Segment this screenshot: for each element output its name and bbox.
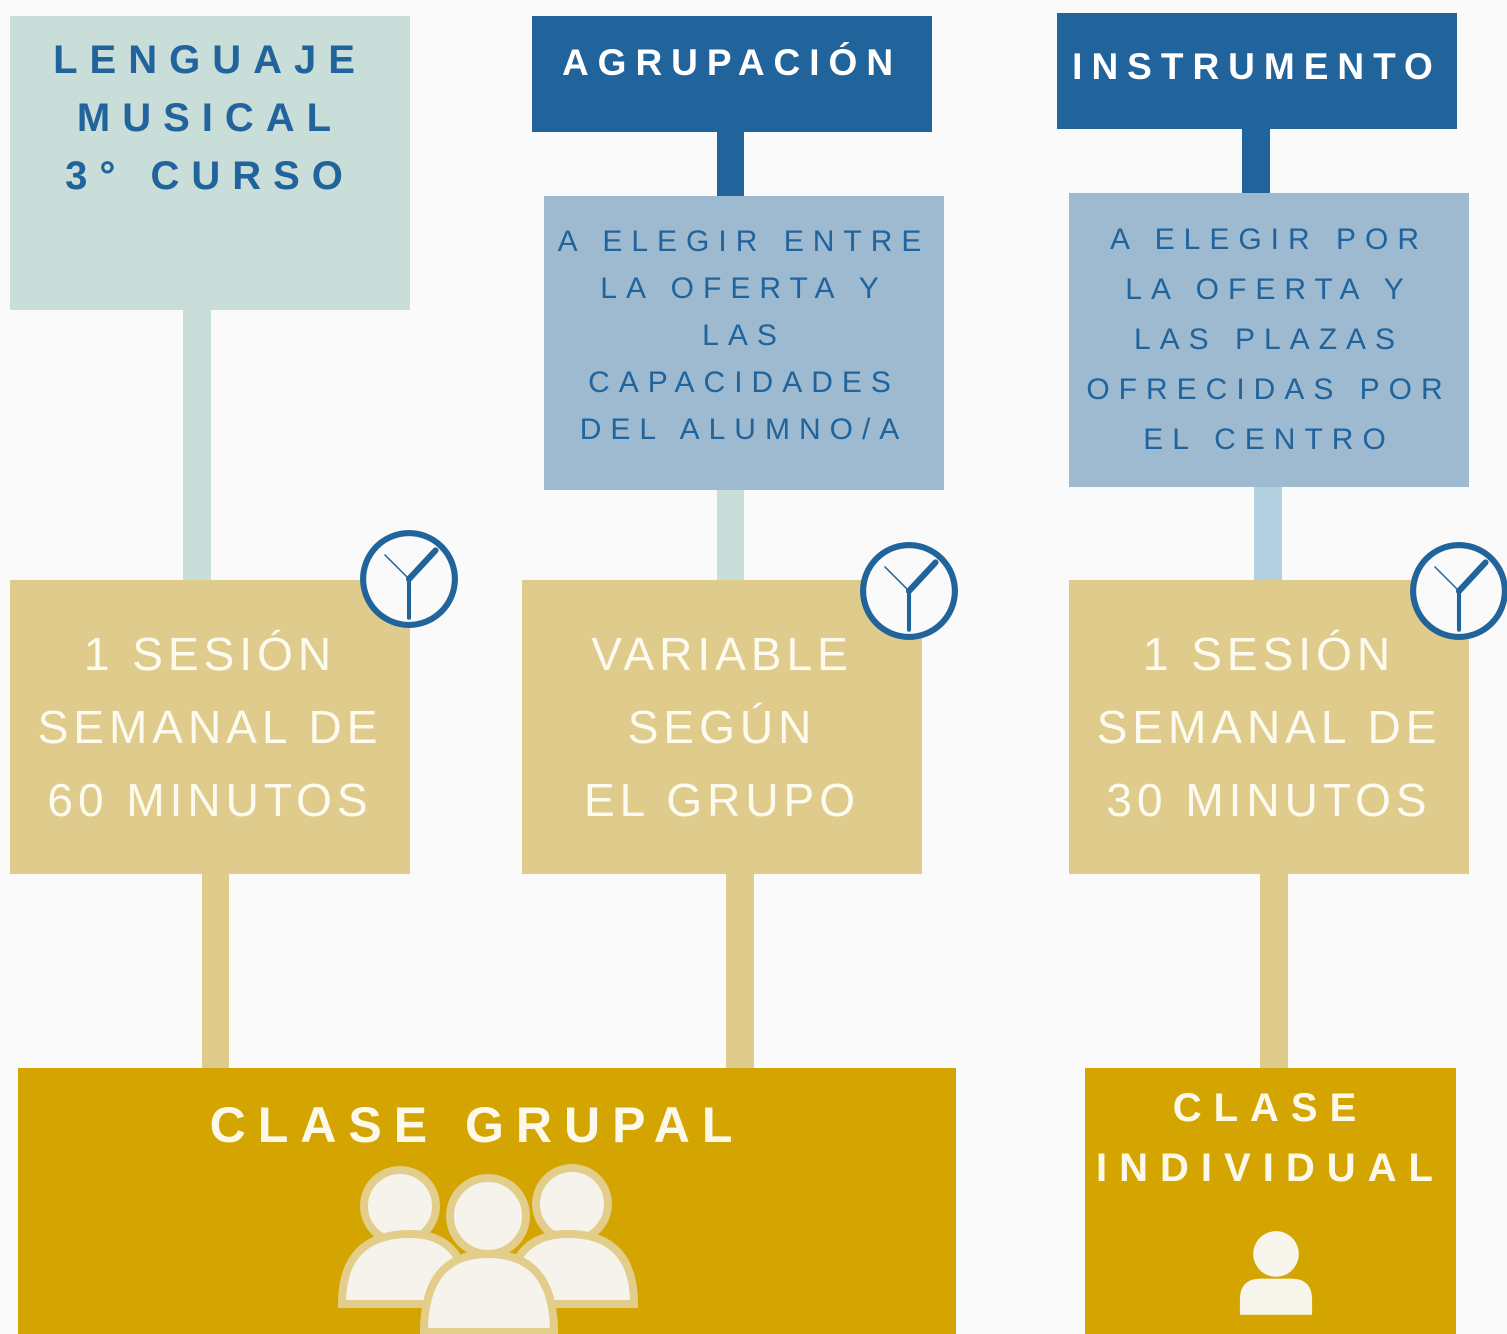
- instrumento-time-box: 1 SESIÓN SEMANAL DE 30 MINUTOS: [1069, 580, 1469, 874]
- time-line: 60 MINUTOS: [47, 773, 373, 826]
- clock-icon: [360, 530, 458, 628]
- clase-individual-label: CLASE: [1172, 1086, 1369, 1130]
- title-text: INSTRUMENTO: [1072, 46, 1442, 87]
- title-line: MUSICAL: [76, 96, 344, 140]
- title-line: 3° CURSO: [65, 154, 355, 198]
- clase-grupal-label: CLASE GRUPAL: [209, 1097, 745, 1153]
- connector-line: [202, 872, 229, 1070]
- connector-line: [1242, 129, 1270, 195]
- lenguaje-time-box: 1 SESIÓN SEMANAL DE 60 MINUTOS: [10, 580, 410, 874]
- description-line: A ELEGIR POR: [1109, 223, 1429, 256]
- title-line: LENGUAJE: [53, 38, 367, 82]
- time-line: EL GRUPO: [583, 773, 861, 826]
- time-line: SEMANAL DE: [37, 700, 383, 753]
- connector-line: [1254, 487, 1282, 582]
- connector-line: [717, 490, 744, 590]
- connector-line: [1260, 872, 1288, 1070]
- instrumento-title: INSTRUMENTO: [1057, 13, 1457, 129]
- time-line: 30 MINUTOS: [1106, 773, 1432, 826]
- description-line: A ELEGIR ENTRE: [557, 224, 931, 258]
- description-line: LA OFERTA Y: [600, 271, 888, 305]
- agrupacion-description: A ELEGIR ENTRE LA OFERTA Y LAS CAPACIDAD…: [544, 196, 944, 490]
- connector-line: [183, 310, 211, 582]
- title-text: AGRUPACIÓN: [561, 42, 903, 83]
- description-line: LAS: [702, 318, 786, 352]
- time-line: SEGÚN: [627, 700, 817, 753]
- time-line: SEMANAL DE: [1096, 700, 1442, 753]
- connector-line: [726, 872, 754, 1070]
- time-line: 1 SESIÓN: [83, 627, 337, 680]
- lenguaje-musical-title: LENGUAJE MUSICAL 3° CURSO: [10, 16, 410, 310]
- description-line: LAS PLAZAS: [1133, 323, 1405, 356]
- description-line: CAPACIDADES: [588, 365, 900, 399]
- time-line: VARIABLE: [591, 627, 853, 680]
- description-line: LA OFERTA Y: [1125, 273, 1413, 306]
- clock-icon: [860, 542, 958, 640]
- description-line: EL CENTRO: [1143, 423, 1395, 456]
- clock-icon: [1410, 542, 1507, 640]
- person-icon: [1239, 1231, 1313, 1315]
- group-people-icon: [338, 1164, 638, 1334]
- instrumento-description: A ELEGIR POR LA OFERTA Y LAS PLAZAS OFRE…: [1069, 193, 1469, 487]
- connector-line: [717, 132, 744, 198]
- clase-individual-label: INDIVIDUAL: [1096, 1146, 1445, 1190]
- description-line: OFRECIDAS POR: [1086, 373, 1452, 406]
- time-line: 1 SESIÓN: [1142, 627, 1396, 680]
- agrupacion-title: AGRUPACIÓN: [532, 16, 932, 132]
- agrupacion-time-box: VARIABLE SEGÚN EL GRUPO: [522, 580, 922, 874]
- description-line: DEL ALUMNO/A: [579, 412, 909, 446]
